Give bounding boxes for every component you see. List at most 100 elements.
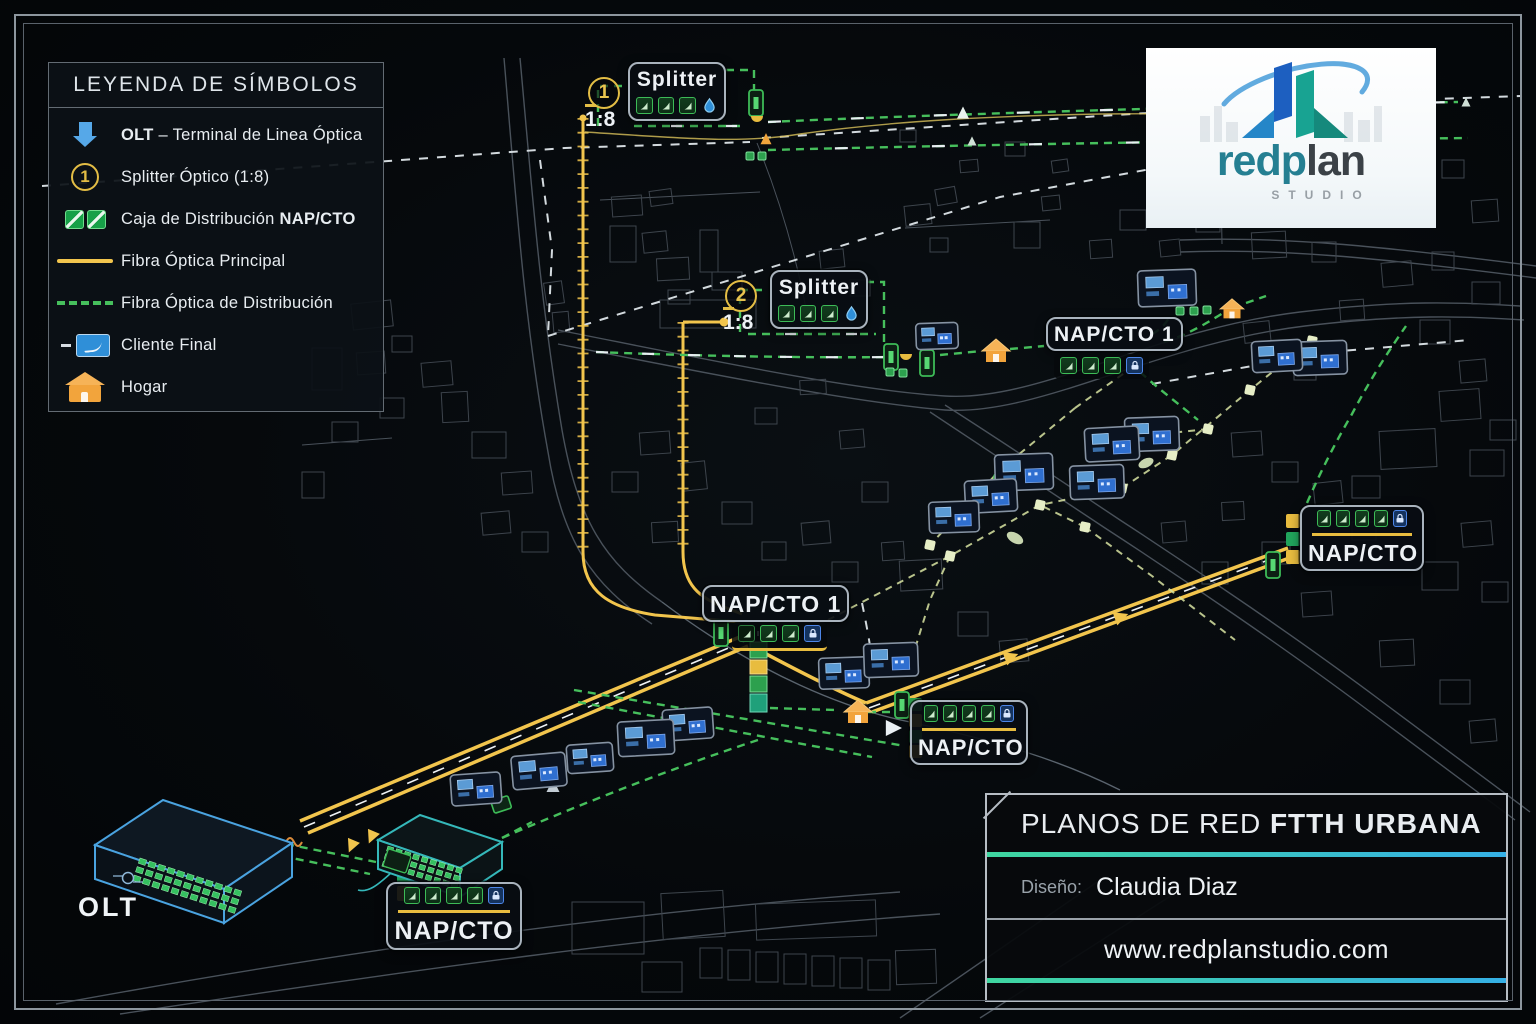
fiber-port-icon xyxy=(1317,510,1331,527)
map-arrow xyxy=(367,828,380,844)
building-outline xyxy=(929,237,949,253)
fiber-port-box xyxy=(894,691,910,719)
mini-port-square xyxy=(1175,306,1185,316)
client-port-icon xyxy=(1000,705,1014,722)
design-label: Diseño: xyxy=(1021,877,1083,897)
house-icon xyxy=(1218,298,1246,319)
splitter-1-ports xyxy=(630,94,724,119)
logo-mark-icon xyxy=(1200,61,1382,142)
building-outline xyxy=(818,248,846,270)
splitter-2-number: 2 xyxy=(725,280,757,312)
building-outline xyxy=(638,430,672,456)
building-outline xyxy=(839,957,863,989)
building-outline xyxy=(861,481,889,503)
building-outline xyxy=(783,953,807,985)
legend-item-distribution-fiber: Fibra Óptica de Distribución xyxy=(49,282,383,324)
legend-title: LEYENDA DE SÍMBOLOS xyxy=(49,63,383,108)
splitter-2-title: Splitter xyxy=(778,276,860,299)
map-arrow xyxy=(885,720,902,736)
fiber-port-icon xyxy=(446,887,462,904)
building-outline xyxy=(1119,209,1147,231)
building-outline xyxy=(1441,159,1465,179)
fiber-port-icon xyxy=(924,705,938,722)
building-outline xyxy=(521,531,549,553)
client-port-icon xyxy=(1393,510,1407,527)
designer-name: Claudia Diaz xyxy=(1096,873,1238,901)
fiber-port-icon xyxy=(1355,510,1369,527)
logo-subtitle: STUDIO xyxy=(1271,188,1371,202)
building-outline xyxy=(811,955,835,987)
building-outline xyxy=(957,611,989,637)
fiber-port-icon xyxy=(425,887,441,904)
building-outline xyxy=(1230,430,1264,458)
fiber-port-box xyxy=(748,89,764,117)
legend-rows: OLT – Terminal de Linea Óptica 1 Splitte… xyxy=(49,108,383,408)
map-arrow xyxy=(967,136,977,146)
map-arrow xyxy=(1112,612,1129,626)
olt-device xyxy=(92,798,295,925)
building-outline xyxy=(727,949,751,981)
nap-top-ports xyxy=(1054,354,1149,379)
client-box xyxy=(1083,425,1141,463)
building-outline xyxy=(1338,298,1366,322)
home-icon xyxy=(49,372,121,402)
fiber-port-icon xyxy=(404,887,420,904)
fiber-node xyxy=(1079,521,1091,533)
client-port-icon xyxy=(488,887,504,904)
building-outline xyxy=(1439,679,1471,705)
client-box xyxy=(449,771,503,807)
client-box xyxy=(817,655,871,691)
client-box xyxy=(565,741,615,775)
splitter-1-title: Splitter xyxy=(636,68,718,91)
building-outline xyxy=(1271,461,1299,483)
building-outline xyxy=(1300,590,1334,618)
fiber-port-box xyxy=(1265,551,1281,579)
map-arrow xyxy=(347,837,360,853)
client-box xyxy=(1250,338,1304,374)
fiber-port-icon xyxy=(760,625,777,642)
nap-mid-label: NAP/CTO 1 xyxy=(702,585,850,622)
building-outline xyxy=(1421,561,1459,591)
fiber-node xyxy=(1244,384,1256,396)
fiber-white-segments xyxy=(595,100,1469,359)
building-outline xyxy=(1312,480,1344,506)
building-outline xyxy=(934,185,958,207)
mini-port-square xyxy=(1189,306,1199,316)
drop-icon xyxy=(843,305,860,322)
map-arrow xyxy=(1002,652,1019,666)
building-outline xyxy=(391,335,413,353)
client-boxes xyxy=(449,268,1349,807)
building-outline xyxy=(800,520,832,546)
building-outline xyxy=(641,230,669,254)
building-outline xyxy=(699,229,719,273)
mini-port-square xyxy=(1202,305,1212,315)
building-outline xyxy=(1471,281,1501,305)
building-outline xyxy=(680,460,708,492)
fiber-port-icon xyxy=(657,97,675,114)
building-outline xyxy=(542,280,566,306)
building-outline xyxy=(1469,449,1505,477)
building-outline xyxy=(1470,198,1500,224)
client-box xyxy=(1068,463,1126,501)
leaf-markers xyxy=(1006,457,1154,545)
fiber-node xyxy=(924,539,936,551)
nap-right-label: NAP/CTO xyxy=(1300,505,1424,571)
building-outline xyxy=(754,899,878,941)
nap-center-ports xyxy=(922,702,1016,731)
legend-item-main-fiber: Fibra Óptica Principal xyxy=(49,240,383,282)
olt-device-label: OLT xyxy=(78,892,139,922)
building-outline xyxy=(1013,221,1041,249)
fiber-node xyxy=(1034,499,1046,511)
building-outline xyxy=(609,225,637,263)
fiber-port-icon xyxy=(782,625,799,642)
building-outline xyxy=(755,951,779,983)
building-outline xyxy=(721,501,753,525)
accent-bar-top xyxy=(987,852,1506,857)
building-outline xyxy=(1221,500,1245,522)
building-outline xyxy=(641,961,683,993)
building-outline xyxy=(660,889,726,941)
mini-port-square xyxy=(898,368,908,378)
building-outline xyxy=(958,158,980,174)
website-text: www.redplanstudio.com xyxy=(1103,933,1390,964)
building-outline xyxy=(880,540,906,562)
